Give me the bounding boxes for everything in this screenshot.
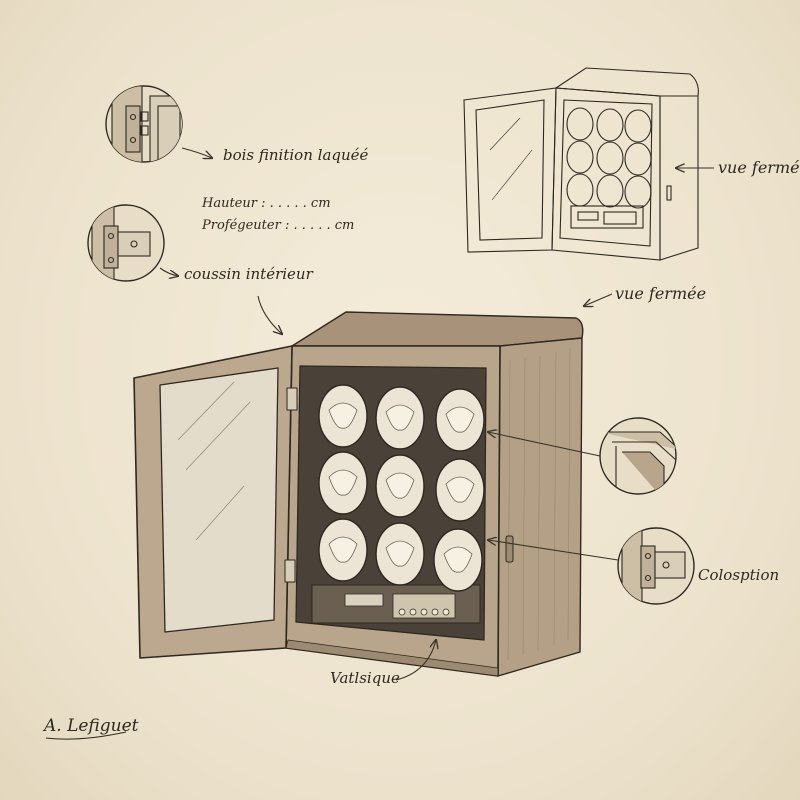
door-hinge-top bbox=[286, 387, 298, 411]
label-closed-view-main: vue fermée bbox=[615, 284, 707, 303]
label-closure: Colosption bbox=[698, 566, 780, 584]
label-depth: Profégeuter : . . . . . cm bbox=[202, 218, 355, 233]
leader-lines bbox=[159, 147, 714, 681]
control-buttons bbox=[398, 608, 450, 616]
cabinet-top bbox=[291, 311, 584, 347]
door-hinge-bottom bbox=[284, 559, 296, 583]
detail-closure bbox=[617, 527, 695, 605]
watch-cushions bbox=[318, 384, 485, 592]
side-clasp bbox=[505, 535, 514, 563]
signature-flourish bbox=[45, 731, 127, 740]
detail-corner bbox=[599, 417, 677, 495]
door-glass bbox=[159, 367, 279, 633]
label-bottom: Vatlsique bbox=[330, 669, 400, 687]
label-finish: bois finition laquéé bbox=[223, 146, 369, 164]
label-height: Hauteur : . . . . . cm bbox=[202, 196, 331, 211]
label-cushion: coussin intérieur bbox=[184, 265, 313, 283]
label-closed-view-top: vue fermée bbox=[718, 158, 800, 177]
detail-hinge-cushion bbox=[87, 204, 165, 282]
signature: A. Lefiguet bbox=[44, 716, 139, 736]
main-cabinet bbox=[133, 311, 584, 677]
display-window bbox=[344, 593, 384, 607]
detail-hinge-top bbox=[105, 85, 183, 163]
small-cabinet-view bbox=[463, 67, 699, 261]
